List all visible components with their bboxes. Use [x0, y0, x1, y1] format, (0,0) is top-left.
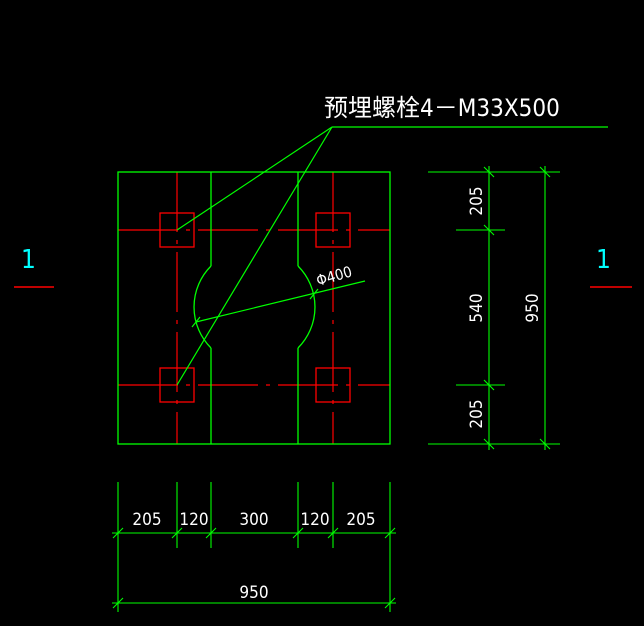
bolt-top-right [315, 212, 351, 248]
horizontal-dimensions [112, 482, 396, 612]
section-mark-left-label: 1 [21, 245, 36, 275]
v-dim-total: 950 [523, 293, 543, 322]
h-dim-4: 120 [300, 510, 329, 530]
section-mark-right-label: 1 [596, 245, 611, 275]
leader-to-top-bolt [176, 126, 333, 231]
v-tick-2 [483, 224, 495, 236]
hole-arc-right [297, 265, 316, 349]
annotation-label: 预埋螺栓4－M33X500 [324, 94, 560, 122]
h-tick-7 [112, 597, 124, 609]
center-lines [118, 172, 390, 444]
section-mark-right: 1 [590, 245, 632, 288]
h-dim-5: 205 [346, 510, 375, 530]
v-dim-top: 205 [467, 186, 487, 215]
v-dim-bottom: 205 [467, 399, 487, 428]
hole-tick-left [191, 316, 201, 328]
h-tick-3 [205, 527, 217, 539]
leader-to-bottom-bolt [176, 126, 333, 386]
bolt-bottom-left [159, 367, 195, 403]
section-mark-left: 1 [14, 245, 54, 288]
plate-outline [117, 171, 391, 445]
h-dim-3: 300 [239, 510, 268, 530]
v-tick-3 [483, 379, 495, 391]
vertical-dimensions [428, 166, 560, 450]
h-dim-1: 205 [132, 510, 161, 530]
h-tick-6 [384, 527, 396, 539]
v-dim-middle: 540 [467, 293, 487, 322]
bolts [159, 212, 351, 403]
bolt-bottom-right [315, 367, 351, 403]
plate [117, 171, 391, 445]
v-tick-4 [483, 438, 495, 450]
v-tick-5 [539, 166, 551, 178]
hole-dim-line [195, 280, 366, 323]
h-tick-5 [327, 527, 339, 539]
h-dim-2: 120 [179, 510, 208, 530]
h-tick-2 [171, 527, 183, 539]
h-dim-total: 950 [239, 583, 268, 603]
h-tick-1 [112, 527, 124, 539]
v-tick-1 [483, 166, 495, 178]
hole-tick-right [309, 288, 319, 300]
h-tick-4 [292, 527, 304, 539]
v-tick-6 [539, 438, 551, 450]
leaders [176, 126, 608, 386]
h-tick-8 [384, 597, 396, 609]
bolt-top-left [159, 212, 195, 248]
